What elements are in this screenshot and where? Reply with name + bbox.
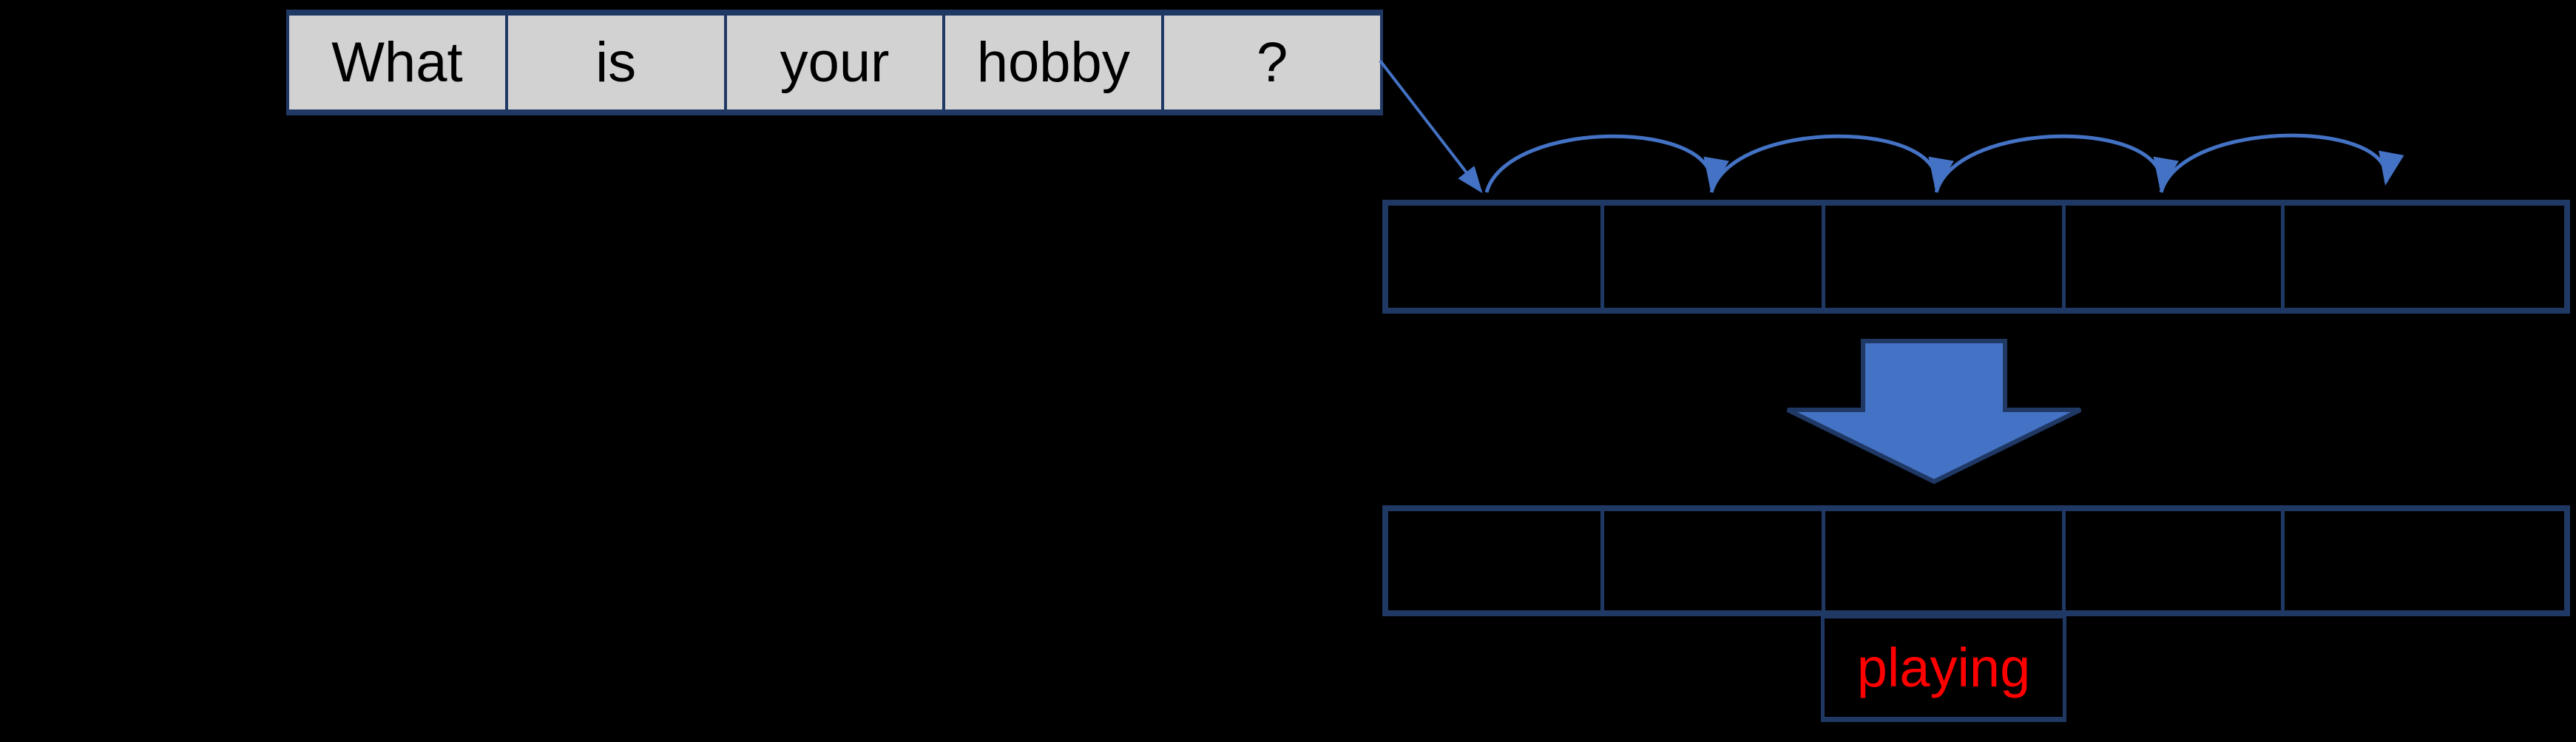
- sentence-cell: ?: [1164, 16, 1380, 109]
- token-cell: [2285, 206, 2564, 308]
- answer-label: playing: [1856, 636, 2031, 698]
- word-label: What: [331, 30, 463, 94]
- sentence-cell: What: [289, 16, 508, 109]
- token-cell: [2066, 511, 2285, 610]
- word-label: ?: [1256, 30, 1288, 94]
- hop-arrow-icon: [1709, 134, 1954, 193]
- hop-arrow-icon: [1934, 134, 2179, 193]
- word-label: hobby: [976, 30, 1130, 94]
- hop-arrow-icon: [2159, 133, 2404, 193]
- token-row-lower: [1382, 505, 2570, 616]
- sentence-row: What is your hobby ?: [286, 10, 1383, 115]
- sentence-cell: is: [507, 16, 727, 109]
- token-cell: [1825, 511, 2066, 610]
- token-row-upper: [1382, 200, 2570, 314]
- input-arrow-icon: [1379, 59, 1483, 194]
- token-cell: [1604, 511, 1825, 610]
- sentence-cell: your: [726, 16, 946, 109]
- sentence-cell: hobby: [945, 16, 1165, 109]
- token-cell: [1388, 511, 1605, 610]
- word-label: your: [780, 30, 890, 94]
- token-cell: [2285, 511, 2564, 610]
- hop-arrow-icon: [1484, 134, 1729, 193]
- answer-box: playing: [1821, 615, 2066, 722]
- down-arrow-icon: [1786, 339, 2082, 485]
- token-cell: [1388, 206, 1605, 308]
- token-cell: [2066, 206, 2285, 308]
- word-label: is: [595, 30, 637, 94]
- token-cell: [1604, 206, 1825, 308]
- token-cell: [1825, 206, 2066, 308]
